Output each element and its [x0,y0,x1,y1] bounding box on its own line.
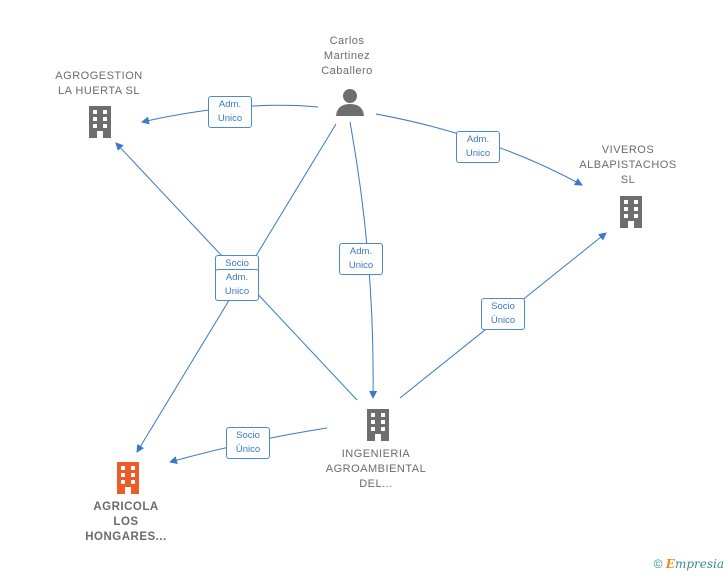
brand-logo: Empresia [665,557,724,571]
person-name[interactable]: Carlos Martinez Caballero [321,35,373,77]
building-icon-highlighted[interactable] [114,461,142,495]
building-icon[interactable] [86,105,114,139]
person-icon[interactable] [335,88,365,118]
edge-label-person-viveros: Adm. Unico [456,131,500,163]
copyright-icon: © [653,557,663,571]
footer-brand[interactable]: © Empresia [654,557,724,571]
edge-label-ingenieria-agricola: Socio Único [226,427,270,459]
company-agrogestion-name[interactable]: AGROGESTION LA HUERTA SL [55,70,143,97]
company-agricola-name[interactable]: AGRICOLA LOS HONGARES... [85,501,167,543]
edge-label-ingenieria-viveros: Socio Único [481,298,525,330]
edge-label-adm-unico-front: Adm. Unico [215,269,259,301]
edge-label-person-ingenieria: Adm. Unico [339,243,383,275]
company-viveros-name[interactable]: VIVEROS ALBAPISTACHOS SL [579,144,677,186]
building-icon[interactable] [364,408,392,442]
edge-label-person-agrogestion: Adm. Unico [208,96,252,128]
company-ingenieria-name[interactable]: INGENIERIA AGROAMBIENTAL DEL... [325,448,427,490]
building-icon[interactable] [617,195,645,229]
